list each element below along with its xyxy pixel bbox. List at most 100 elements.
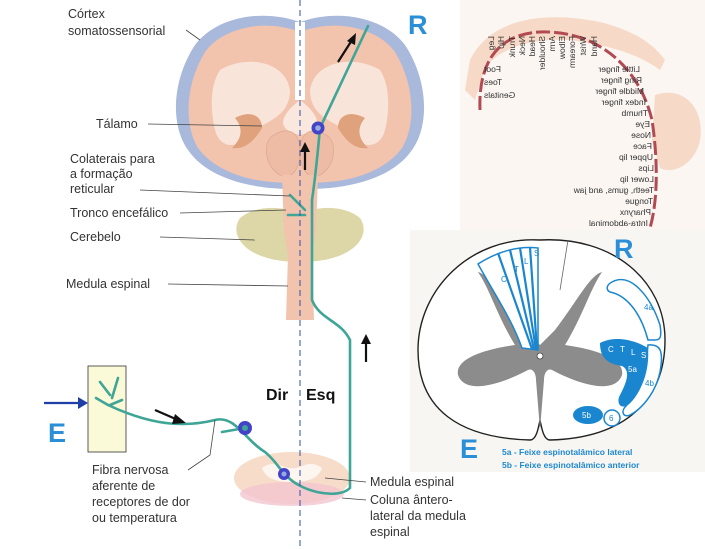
homunculus-face (652, 92, 701, 171)
lateral-label-c: C (608, 345, 614, 354)
homunculus-label: Lips (638, 163, 654, 173)
homunculus-label: Upper lip (619, 152, 653, 162)
tract-5a-label: 5a (628, 365, 637, 374)
tract-5b-label: 5b (582, 411, 591, 420)
tract-5a (600, 338, 649, 407)
homunculus-label: Hand (589, 36, 599, 57)
arrow-up-thalamus-icon (300, 142, 310, 170)
inner-white-right (310, 61, 389, 145)
arrow-stimulus-icon (44, 397, 88, 409)
lateral-label-l: L (631, 348, 636, 357)
tract-4a (606, 279, 662, 341)
legend-5a: 5a - Feixe espinotalâmico lateral (502, 447, 632, 457)
label-collaterals-l1: Colaterais para (70, 152, 155, 166)
label-cortex-l2: somatossensorial (68, 24, 165, 38)
label-e-left: E (48, 418, 66, 448)
homunculus-label: Shoulder (537, 36, 547, 70)
spinal-cord-bottom-section (234, 452, 350, 506)
homunculus-label: Leg (486, 36, 496, 50)
label-fiber-l1: Fibra nervosa (92, 463, 168, 477)
receptor-branches (94, 376, 124, 407)
label-column-l3: espinal (370, 525, 410, 539)
label-dir: Dir (266, 387, 288, 404)
tract-6 (603, 409, 621, 427)
homunculus-label: Ring finger (601, 75, 642, 85)
tract-5b (573, 406, 603, 424)
homunculus-label: Index finger (601, 97, 646, 107)
pain-pathway (94, 24, 370, 496)
label-cortex-l1: Córtex (68, 7, 106, 21)
synapses (238, 121, 325, 480)
label-spinal-cord-bottom: Medula espinal (370, 475, 454, 489)
inner-white-left (211, 61, 290, 145)
homunculus-label: Teeth, gums, and jaw (573, 185, 654, 195)
tract-6-label: 6 (609, 414, 614, 423)
label-column-l2: lateral da medula (370, 509, 466, 523)
spinal-cross-section: C T L S C T L S 5a 4a 4b 5b 6 R E 5a - F… (410, 230, 705, 472)
homunculus-label: Head (527, 36, 537, 57)
homunculus-label: Elbow (557, 36, 567, 60)
gray-matter (457, 272, 623, 430)
label-thalamus: Tálamo (96, 117, 138, 131)
ventricle-right (338, 114, 368, 149)
label-spinal-cord: Medula espinal (66, 277, 150, 291)
anterolateral-tract (284, 24, 370, 496)
homunculus-label: Eye (635, 119, 650, 129)
reticular-collateral (286, 193, 307, 217)
label-fiber-l4: ou temperatura (92, 511, 177, 525)
brainstem (282, 175, 318, 320)
homunculus-label: Middle finger (595, 86, 644, 96)
dorsal-label-t: T (514, 265, 519, 274)
homunculus-label: Hip (496, 36, 506, 49)
homunculus-label: Trunk (507, 36, 517, 58)
homunculus-label: Lower lip (620, 174, 654, 184)
label-esq: Esq (306, 387, 335, 404)
dorsal-label-c: C (501, 275, 507, 284)
homunculus-label: Tongue (625, 196, 653, 206)
legend-5b: 5b - Feixe espinotalâmico anterior (502, 460, 640, 470)
label-collaterals-l3: reticular (70, 182, 114, 196)
label-fiber-l2: aferente de (92, 479, 155, 493)
homunculus-label: Little finger (598, 64, 640, 74)
labels: Córtex somatossensorial Tálamo Colaterai… (48, 7, 466, 539)
label-cerebellum: Cerebelo (70, 230, 121, 244)
dorsal-label-s: S (534, 249, 539, 258)
cortex-arc (478, 30, 658, 229)
homunculus-label: Arm (547, 36, 557, 52)
label-r-top: R (408, 10, 428, 40)
leader-lines (139, 29, 367, 501)
central-canal (536, 352, 544, 360)
homunculus-label: Nose (631, 130, 651, 140)
homunculus-label: Intra-abdominal (589, 218, 648, 228)
label-collaterals-l2: a formação (70, 167, 133, 181)
homunculus-label: Thumb (621, 108, 648, 118)
afferent-fiber (106, 403, 288, 477)
lateral-label-t: T (620, 345, 625, 354)
homunculus-label: Pharynx (619, 207, 651, 217)
homunculus-label: Wrist (578, 36, 588, 56)
ventricle-left (232, 114, 262, 149)
homunculus-label: Neck (517, 36, 527, 56)
direction-arrows (44, 33, 371, 424)
label-e-section: E (460, 434, 478, 464)
dorsal-label-l: L (524, 257, 529, 266)
label-column-l1: Coluna ântero- (370, 493, 453, 507)
homunculus-label: Forearm (567, 36, 577, 68)
homunculus-label: Face (633, 141, 652, 151)
label-fiber-l3: receptores de dor (92, 495, 190, 509)
lateral-label-s: S (641, 351, 646, 360)
tract-4b-label: 4b (645, 379, 654, 388)
homunculus-label: Foot (483, 64, 501, 74)
arrow-up-cortex-icon (337, 33, 356, 63)
label-r-section: R (614, 234, 634, 264)
label-brainstem: Tronco encefálico (70, 206, 168, 220)
homunculus-label: Toes (484, 77, 502, 87)
homunculus-label: Genitals (484, 90, 515, 100)
arrow-fiber-icon (154, 408, 186, 424)
arrow-up-cord-icon (361, 334, 371, 362)
tract-4a-label: 4a (644, 303, 653, 312)
receptor-box (87, 365, 127, 453)
